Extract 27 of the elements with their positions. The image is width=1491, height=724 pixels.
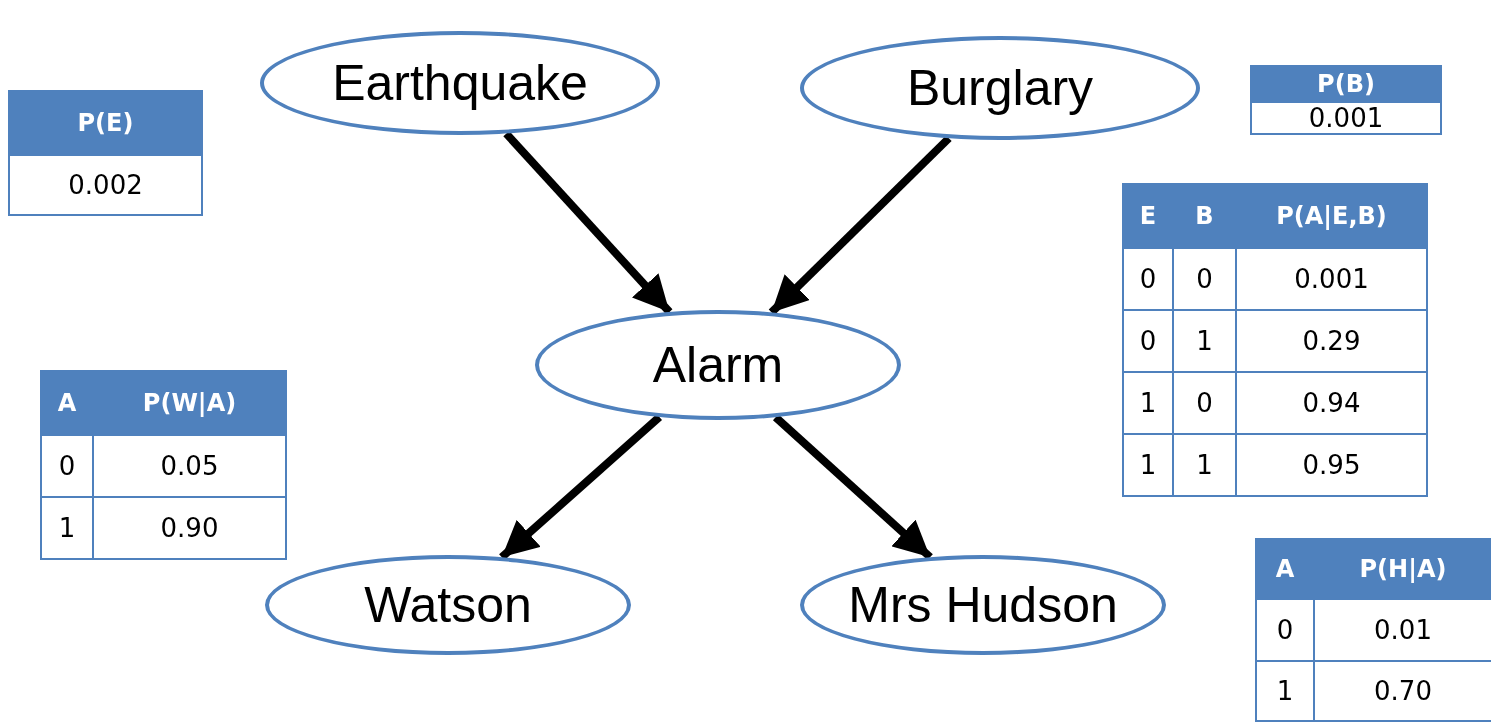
table-cell: 0.70: [1315, 662, 1491, 720]
table-cell: 0: [42, 436, 92, 496]
table-cell: 0: [1124, 249, 1172, 309]
table-cell: 1: [1124, 435, 1172, 495]
table-cell: 1: [1174, 311, 1235, 371]
table-cell: 0.002: [10, 156, 201, 214]
table-cell: 0.05: [94, 436, 285, 496]
table-cell: 0: [1174, 249, 1235, 309]
table-cell: 0.01: [1315, 600, 1491, 660]
table-cell: 1: [1174, 435, 1235, 495]
table-cell: 0.29: [1237, 311, 1426, 371]
node-label: Earthquake: [332, 54, 588, 112]
table-cell: 0: [1257, 600, 1313, 660]
table-cell: 1: [1124, 373, 1172, 433]
node-label: Alarm: [652, 336, 784, 394]
table-cell: 0.001: [1237, 249, 1426, 309]
table-cell: 0.001: [1252, 103, 1440, 133]
table-cell: 0.94: [1237, 373, 1426, 433]
node-label: Watson: [364, 576, 532, 634]
table-cell: 1: [1257, 662, 1313, 720]
table-cell: 0.95: [1237, 435, 1426, 495]
table-cell: 0.90: [94, 498, 285, 558]
table-cell: 0: [1174, 373, 1235, 433]
node-label: Mrs Hudson: [848, 576, 1118, 634]
table-cell: 0: [1124, 311, 1172, 371]
table-cell: 1: [42, 498, 92, 558]
node-label: Burglary: [906, 59, 1094, 117]
